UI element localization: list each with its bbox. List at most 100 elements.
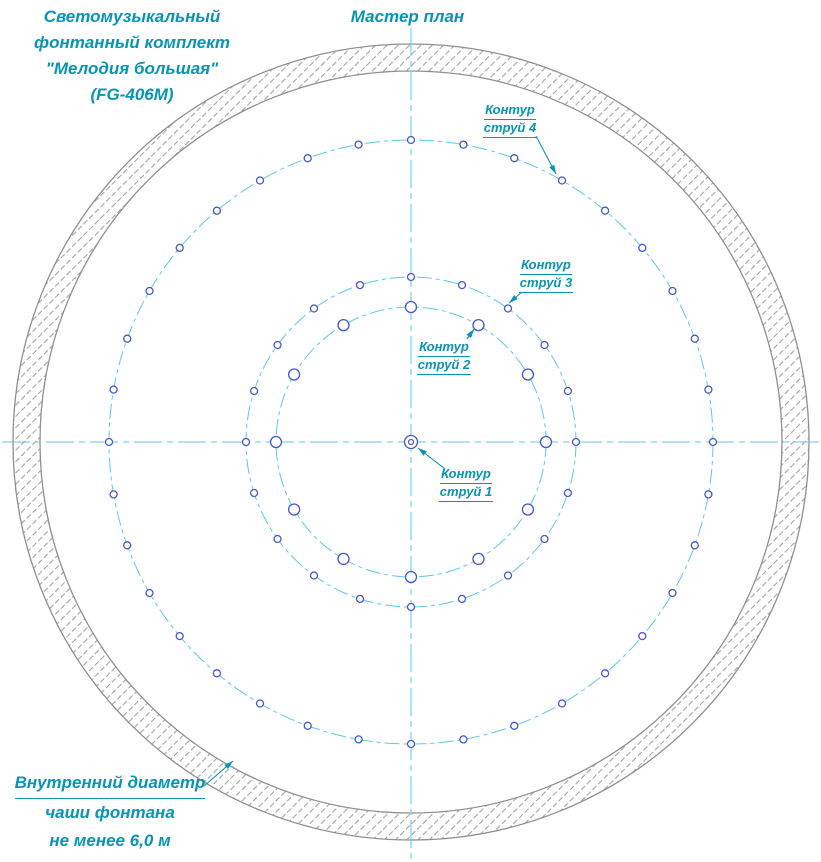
jet-marker xyxy=(668,286,677,296)
jet-marker xyxy=(104,437,114,447)
jet-marker xyxy=(600,669,610,678)
jet-marker xyxy=(175,631,184,641)
jet-marker xyxy=(249,386,259,396)
drawing-title: Мастер план xyxy=(320,4,495,30)
drawing-title-text: Мастер план xyxy=(350,7,465,26)
jet-marker xyxy=(241,437,251,447)
jet-marker xyxy=(563,386,573,396)
callout-line: Контур xyxy=(440,466,492,484)
jet-marker xyxy=(109,385,118,394)
leader-arrowhead xyxy=(418,448,427,456)
callout-leaders xyxy=(203,135,557,787)
jet-marker xyxy=(404,570,418,584)
jet-marker xyxy=(273,340,282,350)
jet-marker xyxy=(457,594,467,604)
jet-marker xyxy=(303,154,312,163)
jet-marker xyxy=(255,176,265,185)
leader-arrowhead xyxy=(466,329,474,338)
jet-marker xyxy=(355,594,365,604)
leader-arrowhead xyxy=(509,295,518,303)
jet-marker xyxy=(704,490,713,499)
diameter-note-line: чаши фонтана xyxy=(45,803,175,822)
product-note-line: "Мелодия большая" xyxy=(45,59,219,78)
jet-marker xyxy=(539,435,553,449)
jet-marker xyxy=(472,318,485,332)
jet-marker xyxy=(406,602,416,612)
jet-marker xyxy=(303,721,312,730)
center-jet-marker-inner xyxy=(407,438,415,446)
product-note-line: Светомузыкальный xyxy=(43,7,221,26)
jet-marker xyxy=(212,206,222,215)
jet-marker xyxy=(309,304,319,313)
jet-marker xyxy=(406,135,416,145)
jet-marker xyxy=(557,176,567,185)
product-title-note: Светомузыкальный фонтанный комплект "Мел… xyxy=(18,4,246,108)
jet-marker xyxy=(459,140,468,149)
jet-marker xyxy=(704,385,713,394)
callout-contour-3: Контур струй 3 xyxy=(514,257,578,293)
callout-contour-4: Контур струй 4 xyxy=(478,102,542,138)
jet-marker xyxy=(510,154,519,163)
jet-marker xyxy=(406,739,416,749)
jet-marker xyxy=(123,334,132,343)
jet-marker xyxy=(287,503,301,516)
jet-marker xyxy=(600,206,610,215)
inner-diameter-note: Внутренний диаметр чаши фонтана не менее… xyxy=(8,769,212,855)
callout-contour-1: Контур струй 1 xyxy=(434,466,498,502)
jet-marker xyxy=(557,699,567,708)
jet-marker xyxy=(708,437,718,447)
jet-marker xyxy=(521,503,535,516)
jet-marker xyxy=(472,552,485,566)
callout-line: Контур xyxy=(520,257,572,275)
leader-arrowhead xyxy=(549,164,556,174)
diameter-note-line: Внутренний диаметр xyxy=(14,769,206,799)
jet-marker xyxy=(404,300,418,314)
jet-marker xyxy=(571,437,581,447)
product-note-line: фонтанный комплект xyxy=(34,33,230,52)
jet-marker xyxy=(563,488,573,498)
jet-marker xyxy=(273,534,282,544)
jet-marker xyxy=(406,272,416,282)
jet-marker xyxy=(540,534,549,544)
jet-marker xyxy=(109,490,118,499)
jet-marker xyxy=(355,280,365,290)
callout-line: Контур xyxy=(484,102,536,120)
jet-marker xyxy=(354,140,363,149)
jet-marker xyxy=(540,340,549,350)
product-note-line: (FG-406M) xyxy=(90,85,174,104)
jet-marker xyxy=(123,541,132,550)
jet-marker xyxy=(690,541,699,550)
diameter-note-line: не менее 6,0 м xyxy=(49,831,171,850)
callout-line: Контур xyxy=(418,339,470,357)
jet-marker xyxy=(690,334,699,343)
jet-marker xyxy=(638,243,647,253)
callout-contour-2: Контур струй 2 xyxy=(412,339,476,375)
jet-marker xyxy=(309,571,319,580)
jet-marker xyxy=(503,304,513,313)
jet-marker xyxy=(175,243,184,253)
center-jet-marker xyxy=(403,434,419,450)
jet-marker xyxy=(510,721,519,730)
jet-marker xyxy=(337,552,350,566)
leader-arrowhead xyxy=(224,761,233,769)
jet-marker xyxy=(457,280,467,290)
jet-marker xyxy=(668,588,677,598)
jet-marker xyxy=(638,631,647,641)
jet-markers xyxy=(104,135,718,749)
jet-marker xyxy=(354,735,363,744)
jet-marker xyxy=(145,286,154,296)
jet-marker xyxy=(269,435,283,449)
callout-line: струй 4 xyxy=(482,120,538,138)
jet-marker xyxy=(212,669,222,678)
jet-marker xyxy=(255,699,265,708)
callout-line: струй 3 xyxy=(518,275,574,293)
jet-marker xyxy=(459,735,468,744)
callout-line: струй 1 xyxy=(438,484,494,502)
jet-marker xyxy=(249,488,259,498)
jet-marker xyxy=(521,368,535,381)
jet-marker xyxy=(337,318,350,332)
callout-line: струй 2 xyxy=(416,357,472,375)
jet-marker xyxy=(503,571,513,580)
